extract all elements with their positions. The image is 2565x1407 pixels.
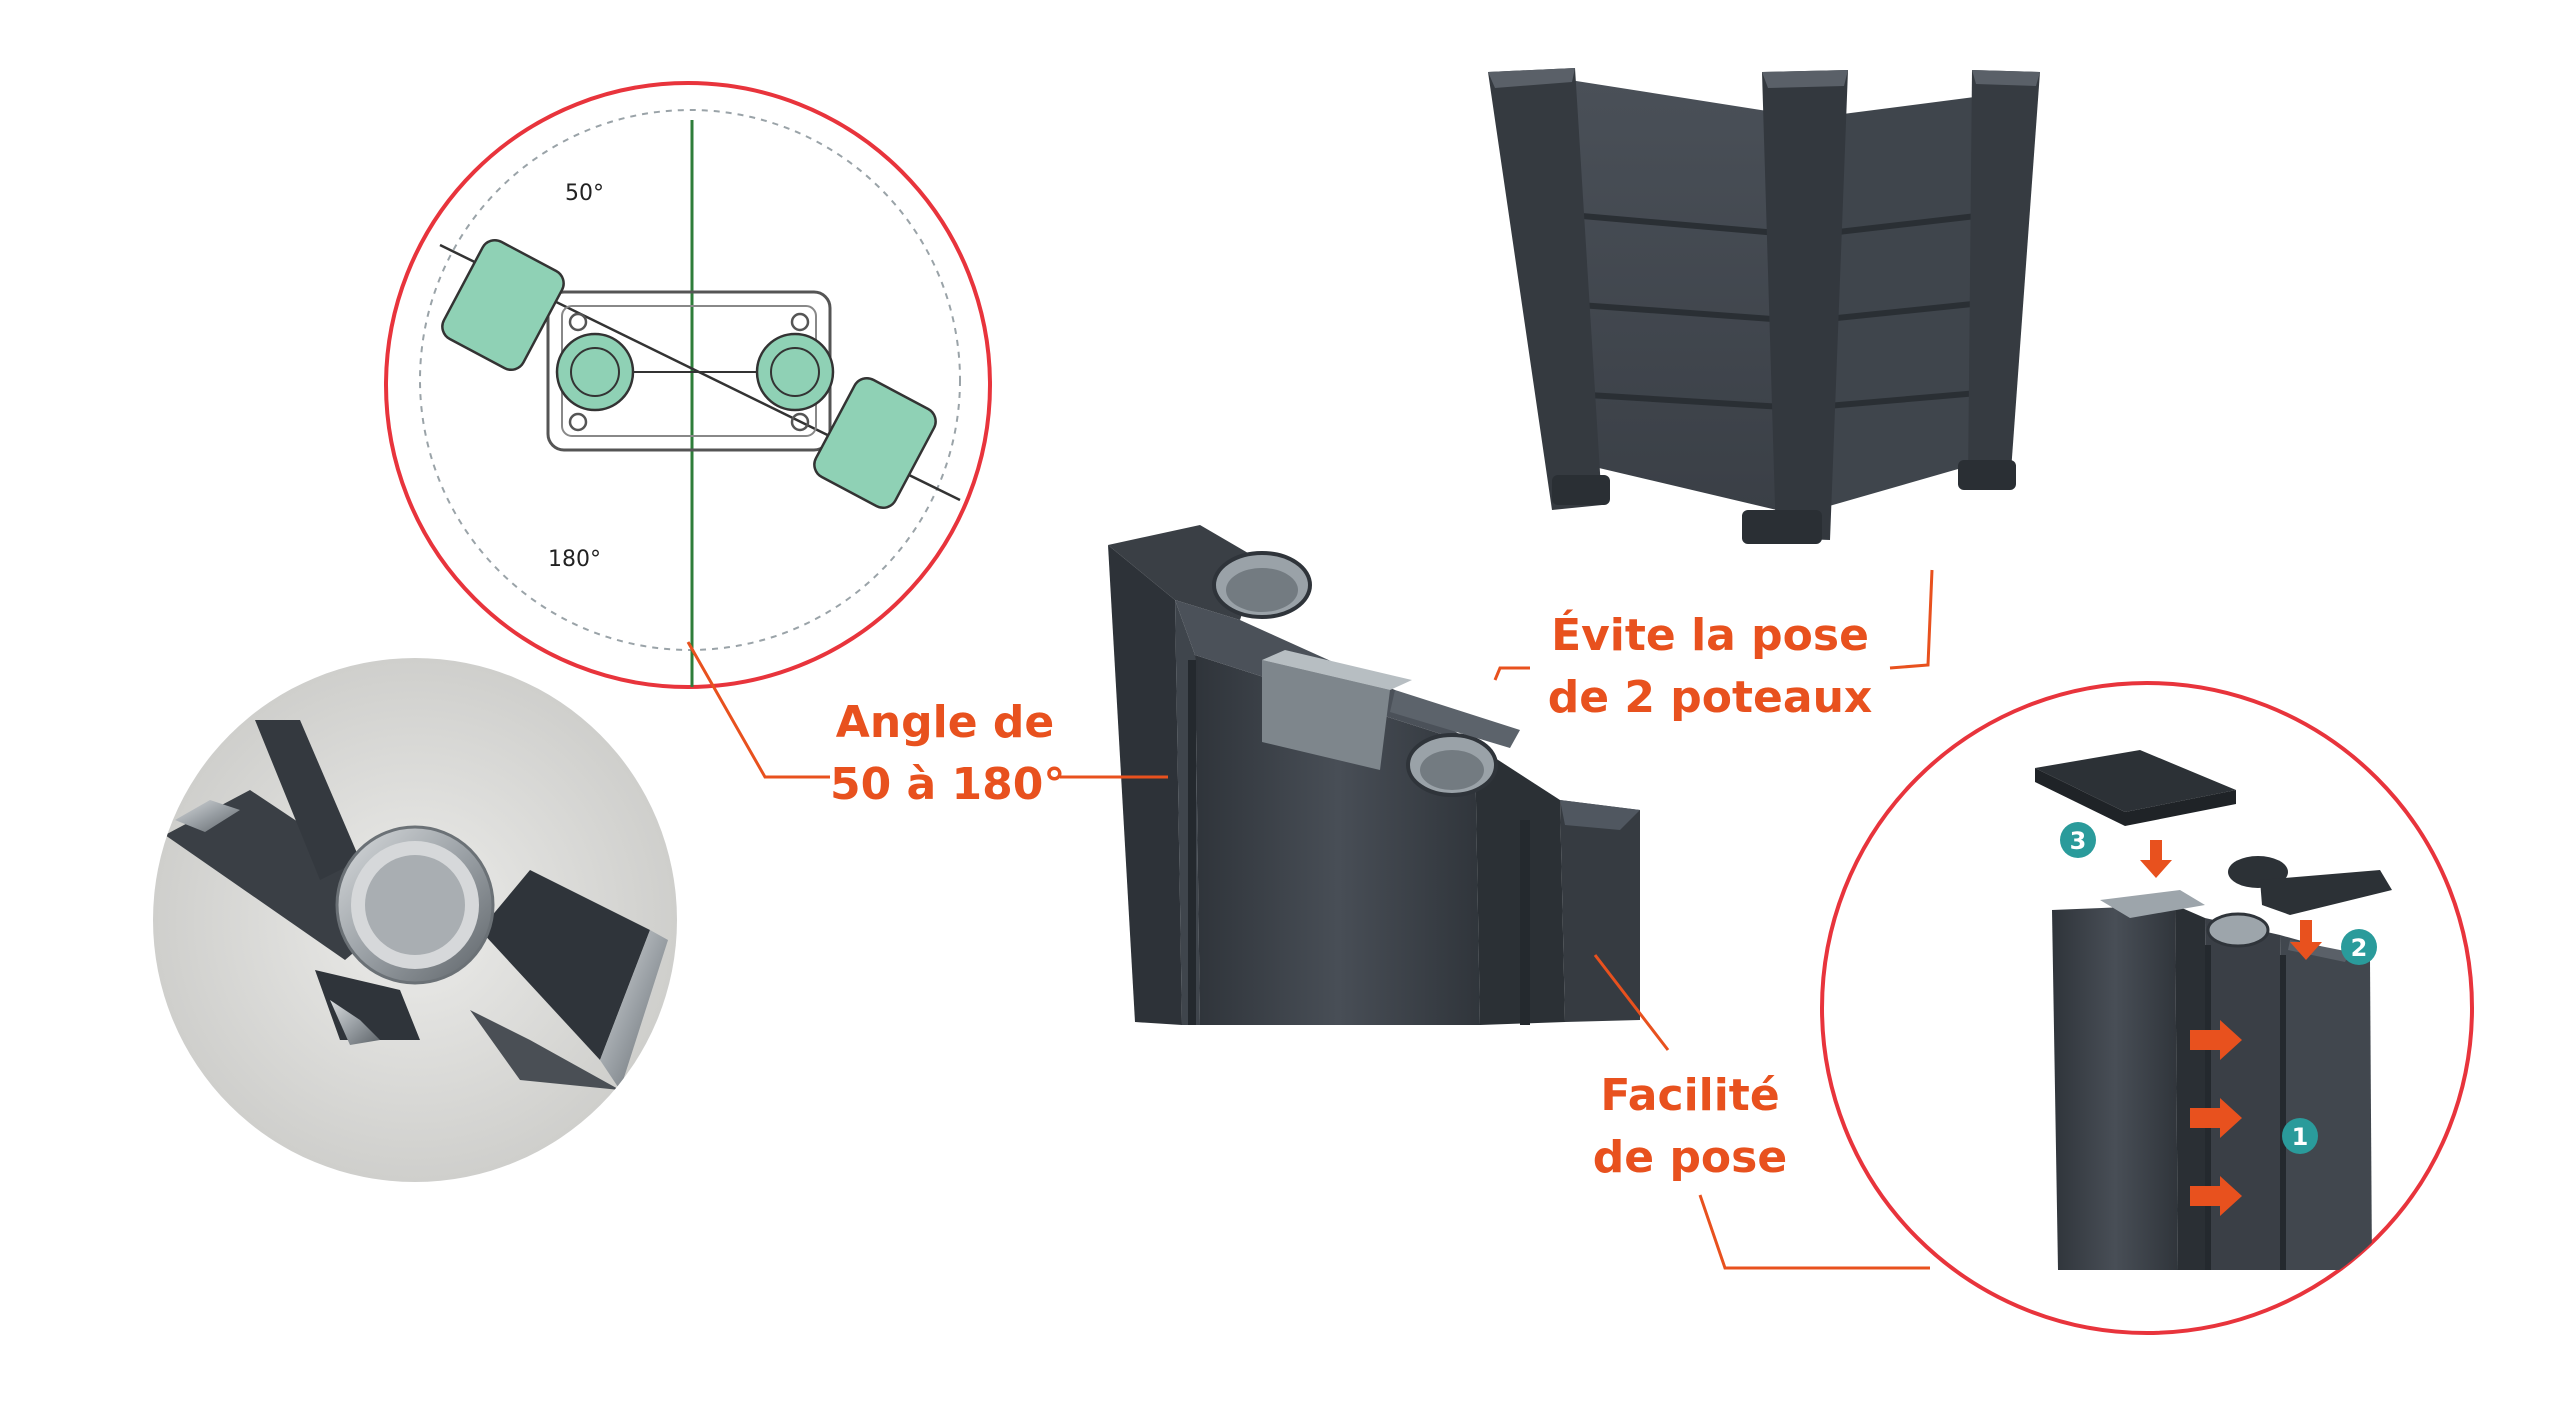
svg-text:1: 1 bbox=[2292, 1123, 2309, 1151]
callout-angle: Angle de 50 à 180° bbox=[830, 692, 1066, 816]
profile-photo-circle bbox=[153, 658, 677, 1182]
step-badge-1: 1 bbox=[2282, 1118, 2318, 1154]
callout-facilite: Facilité de pose bbox=[1580, 1065, 1800, 1189]
fence-corner-photo bbox=[1488, 68, 2040, 544]
callout-facilite-line1: Facilité bbox=[1600, 1070, 1780, 1121]
installation-steps-circle: 3 2 1 bbox=[1820, 681, 2474, 1335]
angle-diagram-circle: 50° 180° bbox=[384, 81, 992, 689]
step-badge-2: 2 bbox=[2341, 929, 2377, 965]
step-badge-3: 3 bbox=[2060, 822, 2096, 858]
post-profile bbox=[1108, 525, 1640, 1025]
leader-lines bbox=[686, 569, 1934, 1270]
callout-evite: Évite la pose de 2 poteaux bbox=[1530, 605, 1890, 729]
angle-label-50: 50° bbox=[565, 181, 604, 206]
callout-evite-line1: Évite la pose bbox=[1551, 610, 1869, 661]
callout-angle-line2: 50 à 180° bbox=[830, 759, 1066, 810]
svg-text:3: 3 bbox=[2070, 827, 2087, 855]
callout-angle-line1: Angle de bbox=[835, 697, 1055, 748]
angle-label-180: 180° bbox=[548, 547, 601, 572]
callout-evite-line2: de 2 poteaux bbox=[1547, 672, 1873, 723]
callout-facilite-line2: de pose bbox=[1592, 1132, 1788, 1183]
svg-text:2: 2 bbox=[2351, 934, 2368, 962]
arrow-icons bbox=[2140, 840, 2322, 1216]
